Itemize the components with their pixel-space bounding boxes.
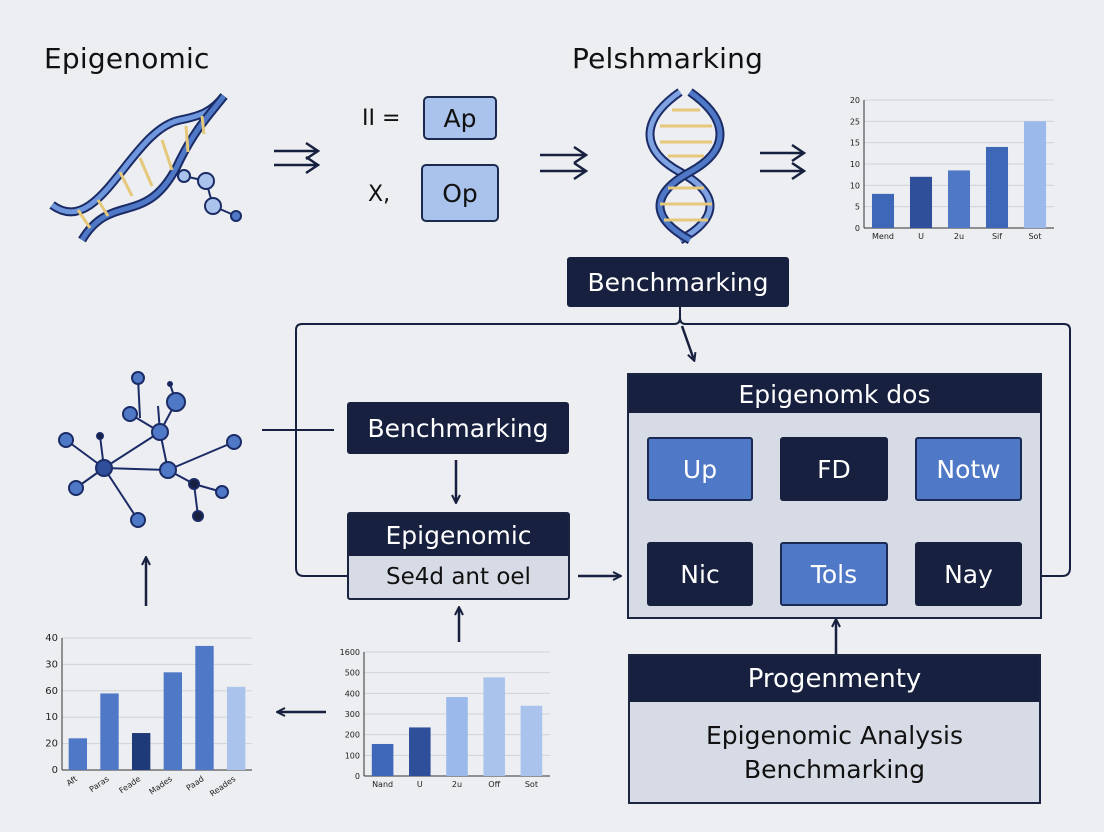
bar [226,686,246,770]
y-tick-label: 300 [345,710,360,719]
bar [163,672,183,770]
benchmarking-box-top: Benchmarking [567,257,789,307]
module-node-up: Up [647,437,753,501]
bar [446,697,468,776]
epigenomic-box-subtitle: Se4d ant oel [386,564,531,590]
y-tick-label: 5 [855,203,860,212]
y-tick-label: 10 [850,181,860,190]
bar [909,176,933,228]
bar [520,705,543,776]
x-tick-label: Off [488,780,500,789]
module-node-nay: Nay [915,542,1022,606]
summary-line-2: Benchmarking [743,754,926,784]
epigenomic-box: Epigenomic Se4d ant oel [347,512,570,600]
x-tick-label: Paad [185,774,206,792]
y-tick-label: 10 [45,712,58,723]
x-tick-label: 2u [954,232,964,241]
y-tick-label: 10 [850,160,860,169]
epigenomic-box-title: Epigenomic [349,514,568,556]
y-tick-label: 500 [345,669,360,678]
x-tick-label: Sot [1028,232,1041,241]
x-tick-label: U [417,780,423,789]
molecule-icon [177,169,242,222]
y-tick-label: 25 [850,117,860,126]
bar [1023,121,1047,228]
y-tick-label: 20 [45,739,58,750]
module-node-notw: Notw [915,437,1022,501]
summary-line-1: Epigenomic Analysis [706,720,963,750]
bar [131,733,151,770]
symbol-row2: X, [368,182,391,207]
y-tick-label: 0 [855,224,860,233]
x-tick-label: U [918,232,924,241]
header-center: Pelshmarking [572,42,764,75]
bar [483,677,505,776]
x-tick-label: Paras [88,774,111,794]
bar [409,727,431,776]
x-tick-label: Sot [525,780,538,789]
symbol-row1: II = [362,106,401,131]
y-tick-label: 0 [355,772,360,781]
y-tick-label: 30 [45,659,58,670]
benchmarking-box-mid: Benchmarking [347,402,569,454]
x-tick-label: Mend [872,232,894,241]
module-node-tols: Tols [780,542,888,606]
y-tick-label: 400 [345,689,360,698]
summary-panel-title: Progenmenty [630,656,1039,702]
bar [195,645,214,770]
bar [985,146,1009,228]
x-tick-label: 2u [452,780,462,789]
bar [371,743,394,776]
y-tick-label: 15 [850,139,860,148]
summary-panel: Progenmenty Epigenomic Analysis Benchmar… [628,654,1041,804]
x-tick-label: Nand [372,780,393,789]
module-panel-title: Epigenomk dos [629,375,1040,413]
module-node-fd: FD [780,437,888,501]
header-left: Epigenomic [44,42,210,75]
bar [871,193,895,228]
module-node-nic: Nic [647,542,753,606]
arrow-top-to-module [680,325,694,360]
y-tick-label: 100 [345,751,360,760]
y-tick-label: 200 [345,731,360,740]
plot-area [62,638,252,770]
x-tick-label: Mades [148,774,174,796]
x-tick-label: Sif [992,232,1002,241]
double-arrow-icon [274,141,321,175]
y-tick-label: 60 [45,686,58,697]
network-graph-icon [58,371,242,528]
dna-helix-icon [645,88,725,244]
input-pill-op: Op [421,164,499,222]
double-arrow-icon [540,145,589,181]
y-tick-label: 1600 [340,648,360,657]
x-tick-label: Feade [117,774,142,795]
bar [947,170,971,228]
y-tick-label: 20 [850,96,860,105]
bar [100,693,119,770]
bar [68,738,88,770]
x-tick-label: Aft [65,774,79,788]
input-pill-ap: Ap [423,96,497,140]
loop-connector [262,306,1071,577]
x-tick-label: Reades [208,774,237,798]
dna-helix-icon [49,93,228,243]
y-tick-label: 40 [45,633,58,644]
y-tick-label: 0 [52,765,58,776]
double-arrow-icon [760,143,807,181]
